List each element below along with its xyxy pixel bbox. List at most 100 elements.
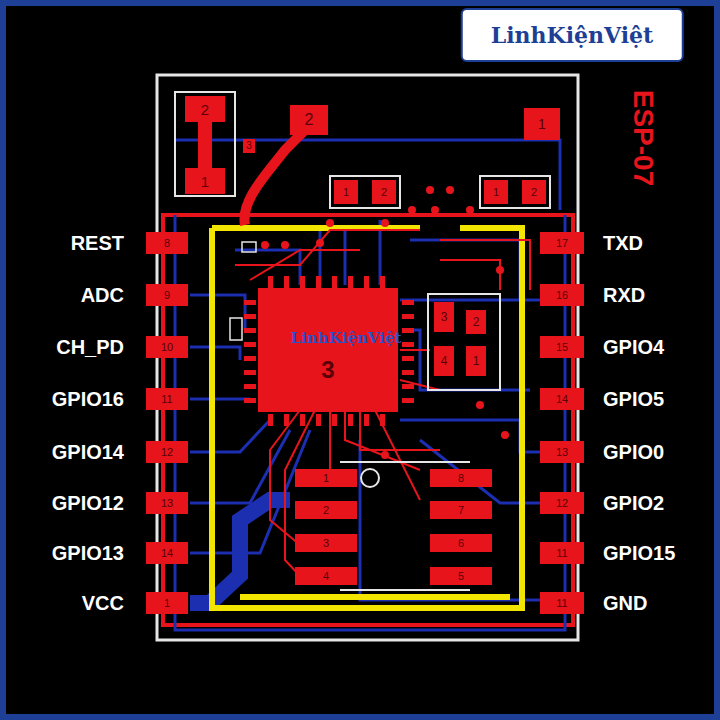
chip-pin — [244, 328, 256, 333]
edge-pad: 17 — [540, 232, 584, 254]
flash-pad: 3 — [295, 534, 357, 552]
pad-number: 3 — [441, 311, 448, 323]
edge-pad: 11 — [540, 592, 584, 614]
antenna-pad: 1 — [524, 108, 560, 140]
frame — [3, 3, 717, 717]
edge-pad: 12 — [540, 492, 584, 514]
crystal-pad: 2 — [466, 310, 486, 334]
pad-number: 2 — [323, 505, 329, 516]
edge-pad: 14 — [146, 542, 188, 564]
chip-pin — [402, 384, 414, 389]
edge-pad: 8 — [146, 232, 188, 254]
chip-pins — [244, 276, 414, 426]
ground-outline — [163, 215, 573, 625]
component-pad: 2 — [185, 96, 225, 122]
chip-pin — [402, 328, 414, 333]
pad-number: 14 — [556, 394, 568, 405]
pad-number: 8 — [458, 473, 464, 484]
edge-pad: 16 — [540, 284, 584, 306]
pad-number: 1 — [164, 598, 170, 609]
pad-number: 8 — [164, 238, 170, 249]
pin-name: TXD — [603, 233, 643, 253]
pad-number: 1 — [323, 473, 329, 484]
component-outline — [175, 92, 235, 196]
component-body — [198, 120, 212, 172]
pad-number: 11 — [161, 394, 172, 405]
edge-pad: 14 — [540, 388, 584, 410]
pad-number: 1 — [473, 355, 480, 367]
pad-number: 2 — [201, 102, 209, 117]
pin-name: GPIO5 — [603, 389, 664, 409]
edge-pad: 15 — [540, 336, 584, 358]
edge-pad: 12 — [146, 441, 188, 463]
pin-name: GPIO14 — [52, 442, 124, 462]
chip-pin — [364, 414, 369, 426]
chip-pin — [244, 314, 256, 319]
chip-pin — [316, 276, 321, 288]
pin-name: GPIO4 — [603, 337, 664, 357]
pad-number: 1 — [493, 187, 499, 198]
pin-name: GPIO2 — [603, 493, 664, 513]
pad-number: 12 — [161, 447, 173, 458]
chip-pin — [300, 414, 305, 426]
pad-number: 7 — [458, 505, 464, 516]
pin-name: GPIO15 — [603, 543, 675, 563]
pad-number: 2 — [531, 187, 537, 198]
chip-pin — [402, 314, 414, 319]
edge-pad: 11 — [540, 542, 584, 564]
pad-number: 2 — [473, 316, 480, 328]
watermark: LinhKiệnViệt — [291, 331, 402, 346]
chip-pin — [244, 356, 256, 361]
board-outline — [157, 75, 578, 640]
crystal-pad: 1 — [466, 346, 486, 376]
edge-pad: 9 — [146, 284, 188, 306]
small-part — [242, 242, 256, 252]
chip-pin — [284, 414, 289, 426]
module-name: ESP-07 — [629, 90, 657, 187]
pad-number: 4 — [323, 571, 329, 582]
chip-pin — [402, 300, 414, 305]
pad-number: 2 — [305, 112, 314, 128]
pad-number: 3 — [321, 358, 334, 382]
red-traces — [235, 230, 530, 576]
small-part — [230, 318, 242, 340]
chip-pin — [380, 414, 385, 426]
edge-pad: 10 — [146, 336, 188, 358]
power-trace — [190, 500, 290, 603]
pad-number: 11 — [556, 548, 567, 559]
chip-pin — [284, 276, 289, 288]
antenna-pad: 2 — [290, 105, 328, 135]
component-outline — [330, 176, 400, 208]
pin-name: GPIO0 — [603, 442, 664, 462]
pad-number: 3 — [323, 538, 329, 549]
chip-pin — [316, 414, 321, 426]
pad-number: 6 — [458, 538, 464, 549]
chip-pin — [244, 398, 256, 403]
component-pad: 3 — [243, 139, 255, 153]
chip-pin — [402, 342, 414, 347]
crystal-pad: 3 — [434, 302, 454, 332]
pad-number: 11 — [556, 598, 567, 609]
pad-number: 1 — [538, 117, 546, 131]
pad-number: 9 — [164, 290, 170, 301]
chip-pin — [244, 342, 256, 347]
pin-name: ADC — [81, 285, 124, 305]
flash-pad: 2 — [295, 501, 357, 519]
pin-name: CH_PD — [56, 337, 124, 357]
chip-pin — [332, 276, 337, 288]
flash-pad: 1 — [295, 469, 357, 487]
watermark: LinhKiệnViệt — [461, 8, 684, 62]
pad-number: 4 — [441, 355, 448, 367]
pad-number: 13 — [161, 498, 173, 509]
chip-body: 3 — [258, 288, 398, 412]
chip-pin — [380, 276, 385, 288]
chip-pin — [402, 356, 414, 361]
pin-name: GPIO13 — [52, 543, 124, 563]
chip-pin — [332, 414, 337, 426]
pad-number: 1 — [343, 187, 349, 198]
pin-name: RXD — [603, 285, 645, 305]
pad-number: 12 — [556, 498, 568, 509]
component-pad: 2 — [372, 180, 396, 204]
pad-number: 10 — [161, 342, 173, 353]
